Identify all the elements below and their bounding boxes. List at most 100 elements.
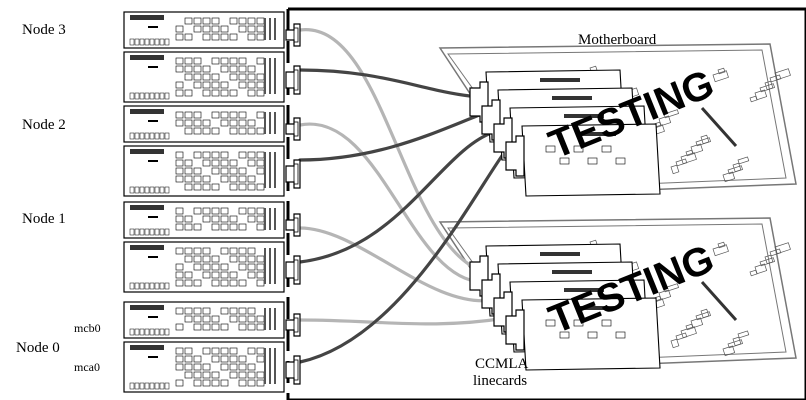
- board-chip: [211, 183, 220, 191]
- board-component: [144, 92, 150, 100]
- board-component: [159, 92, 165, 100]
- board-chip: [238, 175, 247, 183]
- board-chip: [211, 323, 220, 331]
- board-slot: [274, 152, 276, 188]
- board-component: [134, 38, 140, 46]
- board-chip: [175, 25, 184, 33]
- board-chip: [202, 315, 211, 323]
- board-chip: [202, 65, 211, 73]
- motherboard-chip: [749, 95, 758, 103]
- board-chip: [211, 263, 220, 271]
- board-chip: [175, 151, 184, 159]
- board-chip: [220, 65, 229, 73]
- board-chip: [238, 223, 247, 231]
- board-chip: [184, 371, 193, 379]
- board-chip: [229, 127, 238, 135]
- connector-pins: [293, 121, 299, 137]
- board-chip: [238, 371, 247, 379]
- board-chip: [193, 247, 202, 255]
- motherboard-chip: [737, 330, 750, 339]
- board-mark: [148, 120, 158, 122]
- board-chip: [247, 323, 256, 331]
- board-connector-strip: [130, 109, 164, 114]
- linecard-chip: [615, 157, 626, 165]
- motherboard-chip: [727, 165, 743, 175]
- board-mark: [148, 66, 158, 68]
- board-chip: [229, 347, 238, 355]
- linecard-strip: [540, 252, 580, 256]
- board-chip: [220, 271, 229, 279]
- board-chip: [193, 119, 202, 127]
- board-component: [154, 132, 160, 140]
- board-chip: [238, 111, 247, 119]
- board-connector-strip: [130, 149, 164, 154]
- board-chip: [247, 119, 256, 127]
- board-chip: [211, 17, 220, 25]
- board-chip: [175, 33, 184, 41]
- board-chip: [175, 355, 184, 363]
- board-chip: [220, 307, 229, 315]
- board-chip: [202, 17, 211, 25]
- node-card-1: [123, 201, 301, 293]
- motherboard-chip: [675, 158, 688, 167]
- board-component: [129, 382, 135, 390]
- board-mark: [148, 356, 158, 358]
- board-chip: [202, 119, 211, 127]
- board-component: [149, 186, 155, 194]
- connector-pins: [293, 317, 299, 333]
- board-chip: [211, 223, 220, 231]
- linecard-chip: [587, 157, 598, 165]
- board-component: [159, 282, 165, 290]
- board-component: [144, 328, 150, 336]
- board-chip: [220, 119, 229, 127]
- board-component: [129, 92, 135, 100]
- board-component: [154, 228, 160, 236]
- board-component: [149, 92, 155, 100]
- linecard-chip: [573, 319, 584, 327]
- board-component: [134, 282, 140, 290]
- board-component: [159, 38, 165, 46]
- board-chip: [220, 223, 229, 231]
- motherboard-chip: [717, 67, 726, 75]
- board-chip: [220, 215, 229, 223]
- cable-light-4: [298, 226, 496, 303]
- node-board: [123, 145, 285, 197]
- board-component: [164, 382, 170, 390]
- board-chip: [229, 111, 238, 119]
- board-chip: [220, 247, 229, 255]
- board-chip: [247, 247, 256, 255]
- board-chip: [193, 151, 202, 159]
- board-chip: [247, 175, 256, 183]
- motherboard-label: Motherboard: [578, 32, 657, 48]
- board-chip: [238, 323, 247, 331]
- board-component: [144, 186, 150, 194]
- board-chip: [220, 89, 229, 97]
- cable-light-0: [298, 28, 472, 267]
- board-chip: [220, 25, 229, 33]
- board-chip: [211, 279, 220, 287]
- motherboard-chip: [737, 156, 750, 165]
- board-chip: [238, 207, 247, 215]
- board-slot: [264, 58, 266, 94]
- board-component: [129, 186, 135, 194]
- board-chip: [220, 167, 229, 175]
- motherboard-chip: [722, 345, 736, 357]
- board-component: [144, 38, 150, 46]
- board-slot: [269, 248, 271, 284]
- node-1-label: Node 1: [22, 211, 66, 227]
- board-chip: [193, 315, 202, 323]
- connector-pins: [293, 69, 299, 91]
- board-component: [149, 132, 155, 140]
- board-chip: [238, 183, 247, 191]
- board-chip: [247, 255, 256, 263]
- board-chip: [175, 347, 184, 355]
- board-chip: [175, 207, 184, 215]
- motherboard-chip: [749, 269, 758, 277]
- board-component: [144, 382, 150, 390]
- linecard-chip: [601, 319, 612, 327]
- board-chip: [202, 263, 211, 271]
- board-component: [154, 382, 160, 390]
- board-component: [154, 186, 160, 194]
- board-chip: [202, 175, 211, 183]
